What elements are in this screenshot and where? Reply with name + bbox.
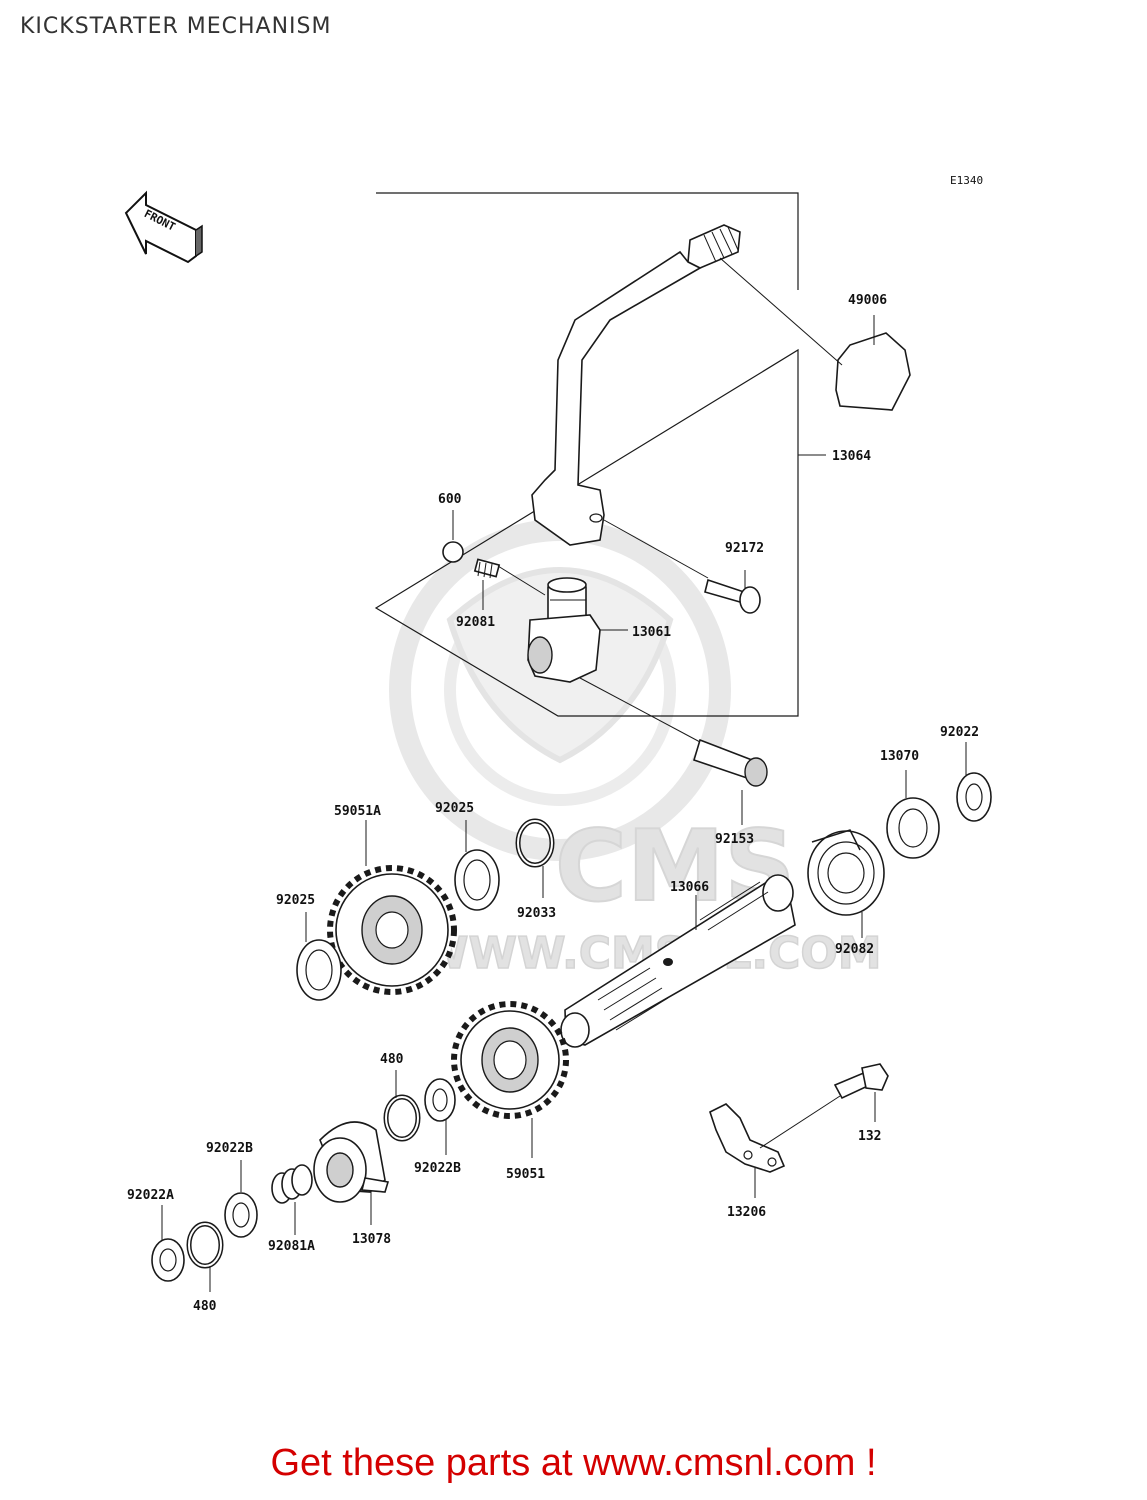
detent-spring-part: [473, 558, 546, 610]
assembly-outline-box: [374, 192, 799, 717]
callout-59051: 59051: [506, 1167, 545, 1182]
circlip-480-bottom-part: [186, 1221, 224, 1292]
idle-gear-59051a-part: [327, 820, 457, 995]
footer-parts-link[interactable]: Get these parts at www.cmsnl.com !: [270, 1442, 877, 1484]
kick-boss-part: [527, 577, 628, 683]
plate-bolt-part: [759, 1063, 889, 1149]
callout-92081: 92081: [456, 615, 495, 630]
washer-92022-part: [956, 742, 992, 822]
callout-92022b-left: 92022B: [206, 1141, 253, 1156]
washer-92022a-part: [151, 1205, 185, 1282]
callout-59051a: 59051A: [334, 804, 381, 819]
callout-49006: 49006: [848, 293, 887, 308]
callout-480-top: 480: [380, 1052, 404, 1067]
callout-92033: 92033: [517, 906, 556, 921]
ratchet-part: [313, 1121, 390, 1225]
shaft-bolt-part: [579, 677, 768, 825]
washer-92025-left-part: [296, 912, 342, 1001]
kick-lever-part: [531, 224, 741, 546]
watermark: CMS WWW.CMSNL.COM: [389, 519, 882, 980]
callout-92082: 92082: [835, 942, 874, 957]
torsion-spring-part: [807, 829, 885, 938]
guide-plate-part: [709, 1103, 786, 1198]
exploded-parts-diagram: CMS WWW.CMSNL.COM FRONT E1340: [124, 174, 992, 1314]
callout-92153: 92153: [715, 832, 754, 847]
circlip-480-top-part: [383, 1070, 421, 1142]
front-direction-arrow-icon: FRONT: [124, 190, 203, 264]
callout-132: 132: [858, 1129, 881, 1144]
washer-92022b-mid-part: [424, 1078, 456, 1155]
callout-13206: 13206: [727, 1205, 766, 1220]
callout-92081a: 92081A: [268, 1239, 315, 1254]
callout-92172: 92172: [725, 541, 764, 556]
callout-480-bottom: 480: [193, 1299, 217, 1314]
page-title: KICKSTARTER MECHANISM: [20, 14, 332, 39]
ball-part: [442, 541, 464, 563]
spring-guide-part: [886, 770, 940, 859]
callout-92022b-mid: 92022B: [414, 1161, 461, 1176]
callout-13061: 13061: [632, 625, 671, 640]
callout-13070: 13070: [880, 749, 919, 764]
circlip-part: [515, 818, 555, 898]
washer-92022b-left-part: [224, 1160, 258, 1238]
lever-bolt-part: [603, 519, 761, 614]
washer-92025-top-part: [454, 820, 500, 911]
ratchet-spring-part: [271, 1164, 313, 1235]
callout-13066: 13066: [670, 880, 709, 895]
callout-600: 600: [438, 492, 462, 507]
callout-13064: 13064: [832, 449, 871, 464]
kickstarter-shaft-part: [560, 874, 796, 1048]
kick-gear-59051-part: [451, 1001, 569, 1158]
kick-rubber-part: [835, 332, 911, 411]
callout-92025-left: 92025: [276, 893, 315, 908]
diagram-code: E1340: [950, 174, 983, 187]
callout-92022a: 92022A: [127, 1188, 174, 1203]
callout-92022: 92022: [940, 725, 979, 740]
callout-92025-top: 92025: [435, 801, 474, 816]
callout-13078: 13078: [352, 1232, 391, 1247]
